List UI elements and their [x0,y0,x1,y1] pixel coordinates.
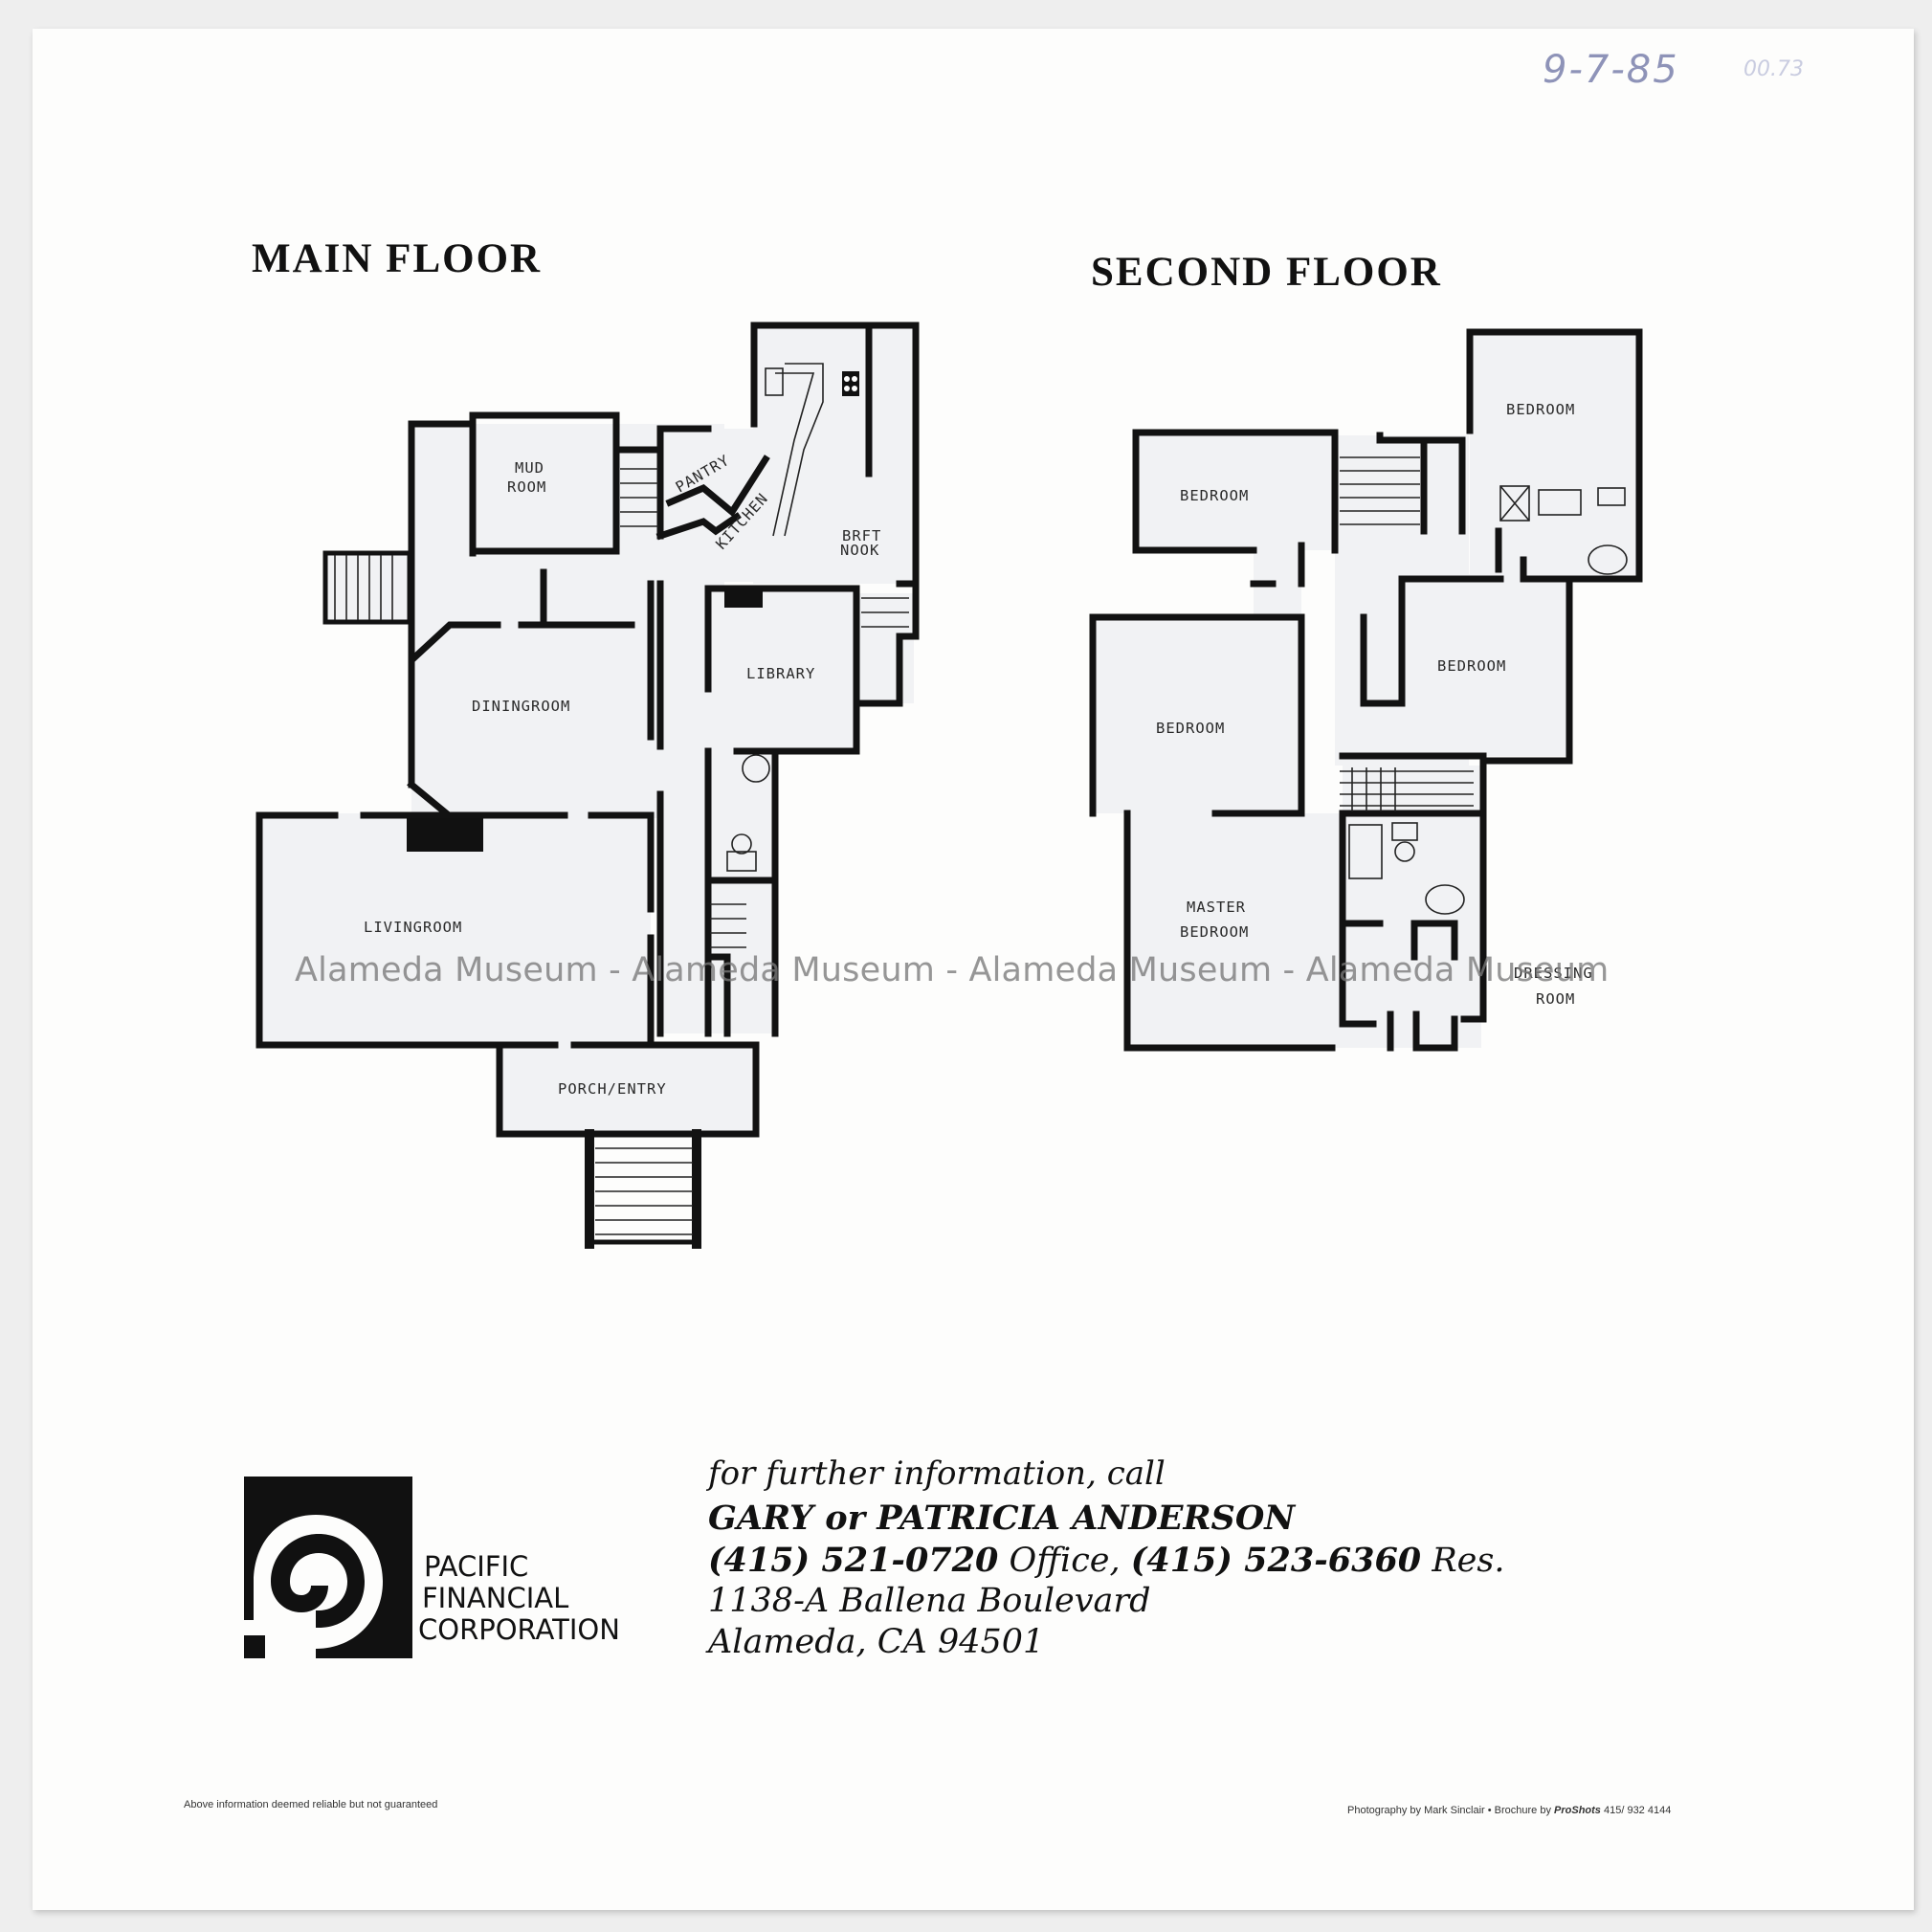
main-floor-walls [255,322,920,1249]
res-label: Res. [1432,1542,1505,1580]
company-name: PACIFIC FINANCIAL CORPORATION [418,1550,620,1646]
label-mud-room: ROOM [507,478,546,496]
res-phone: (415) 523-6360 [1130,1541,1422,1580]
label-nook: NOOK [840,542,879,559]
credits-phone: 415/ 932 4144 [1603,1805,1672,1816]
office-label: Office, [1009,1542,1121,1580]
label-dressing: DRESSING [1514,965,1593,982]
credits: Photography by Mark Sinclair • Brochure … [1347,1805,1671,1816]
label-library: LIBRARY [746,665,815,682]
contact-city: Alameda, CA 94501 [708,1623,1045,1661]
second-floor-details [1340,456,1628,915]
company-line-3: CORPORATION [418,1613,620,1646]
label-brft: BRFT [842,527,881,544]
pacific-financial-logo [244,1477,412,1658]
label-master-bedroom: BEDROOM [1180,923,1249,941]
contact-intro: for further information, call [708,1455,1166,1493]
contact-street: 1138-A Ballena Boulevard [708,1582,1151,1620]
label-master: MASTER [1187,899,1246,916]
label-bedroom-w: BEDROOM [1156,720,1225,737]
label-bedroom-nw: BEDROOM [1180,487,1249,504]
company-line-2: FINANCIAL [422,1582,569,1614]
handwritten-number: 00.73 [1743,57,1804,81]
disclaimer: Above information deemed reliable but no… [184,1799,438,1810]
label-living: LIVINGROOM [364,919,462,936]
label-bedroom-e: BEDROOM [1437,657,1506,675]
contact-phones: (415) 521-0720 Office, (415) 523-6360 Re… [708,1541,1504,1582]
handwritten-date: 9-7-85 [1543,48,1679,92]
watermark: Alameda Museum - Alameda Museum - Alamed… [295,951,1610,989]
office-phone: (415) 521-0720 [708,1541,999,1580]
main-floor-title: MAIN FLOOR [252,236,543,281]
main-floor-details [334,363,909,1235]
credits-prefix: Photography by Mark Sinclair • Brochure … [1347,1805,1551,1816]
label-dining: DININGROOM [472,698,570,715]
label-bedroom-ne: BEDROOM [1506,401,1575,418]
company-line-1: PACIFIC [424,1550,529,1583]
contact-block: for further information, call GARY or PA… [708,1455,1504,1661]
second-floor-title: SECOND FLOOR [1091,250,1442,295]
contact-names: GARY or PATRICIA ANDERSON [708,1499,1296,1538]
credits-brand: ProShots [1554,1805,1601,1816]
label-porch: PORCH/ENTRY [558,1080,667,1098]
label-mud: MUD [515,459,544,477]
second-floor-walls [1089,328,1643,1052]
second-floor-labels: BEDROOM BEDROOM BEDROOM BEDROOM MASTER B… [1156,401,1593,1008]
label-dressing-room: ROOM [1536,990,1575,1008]
